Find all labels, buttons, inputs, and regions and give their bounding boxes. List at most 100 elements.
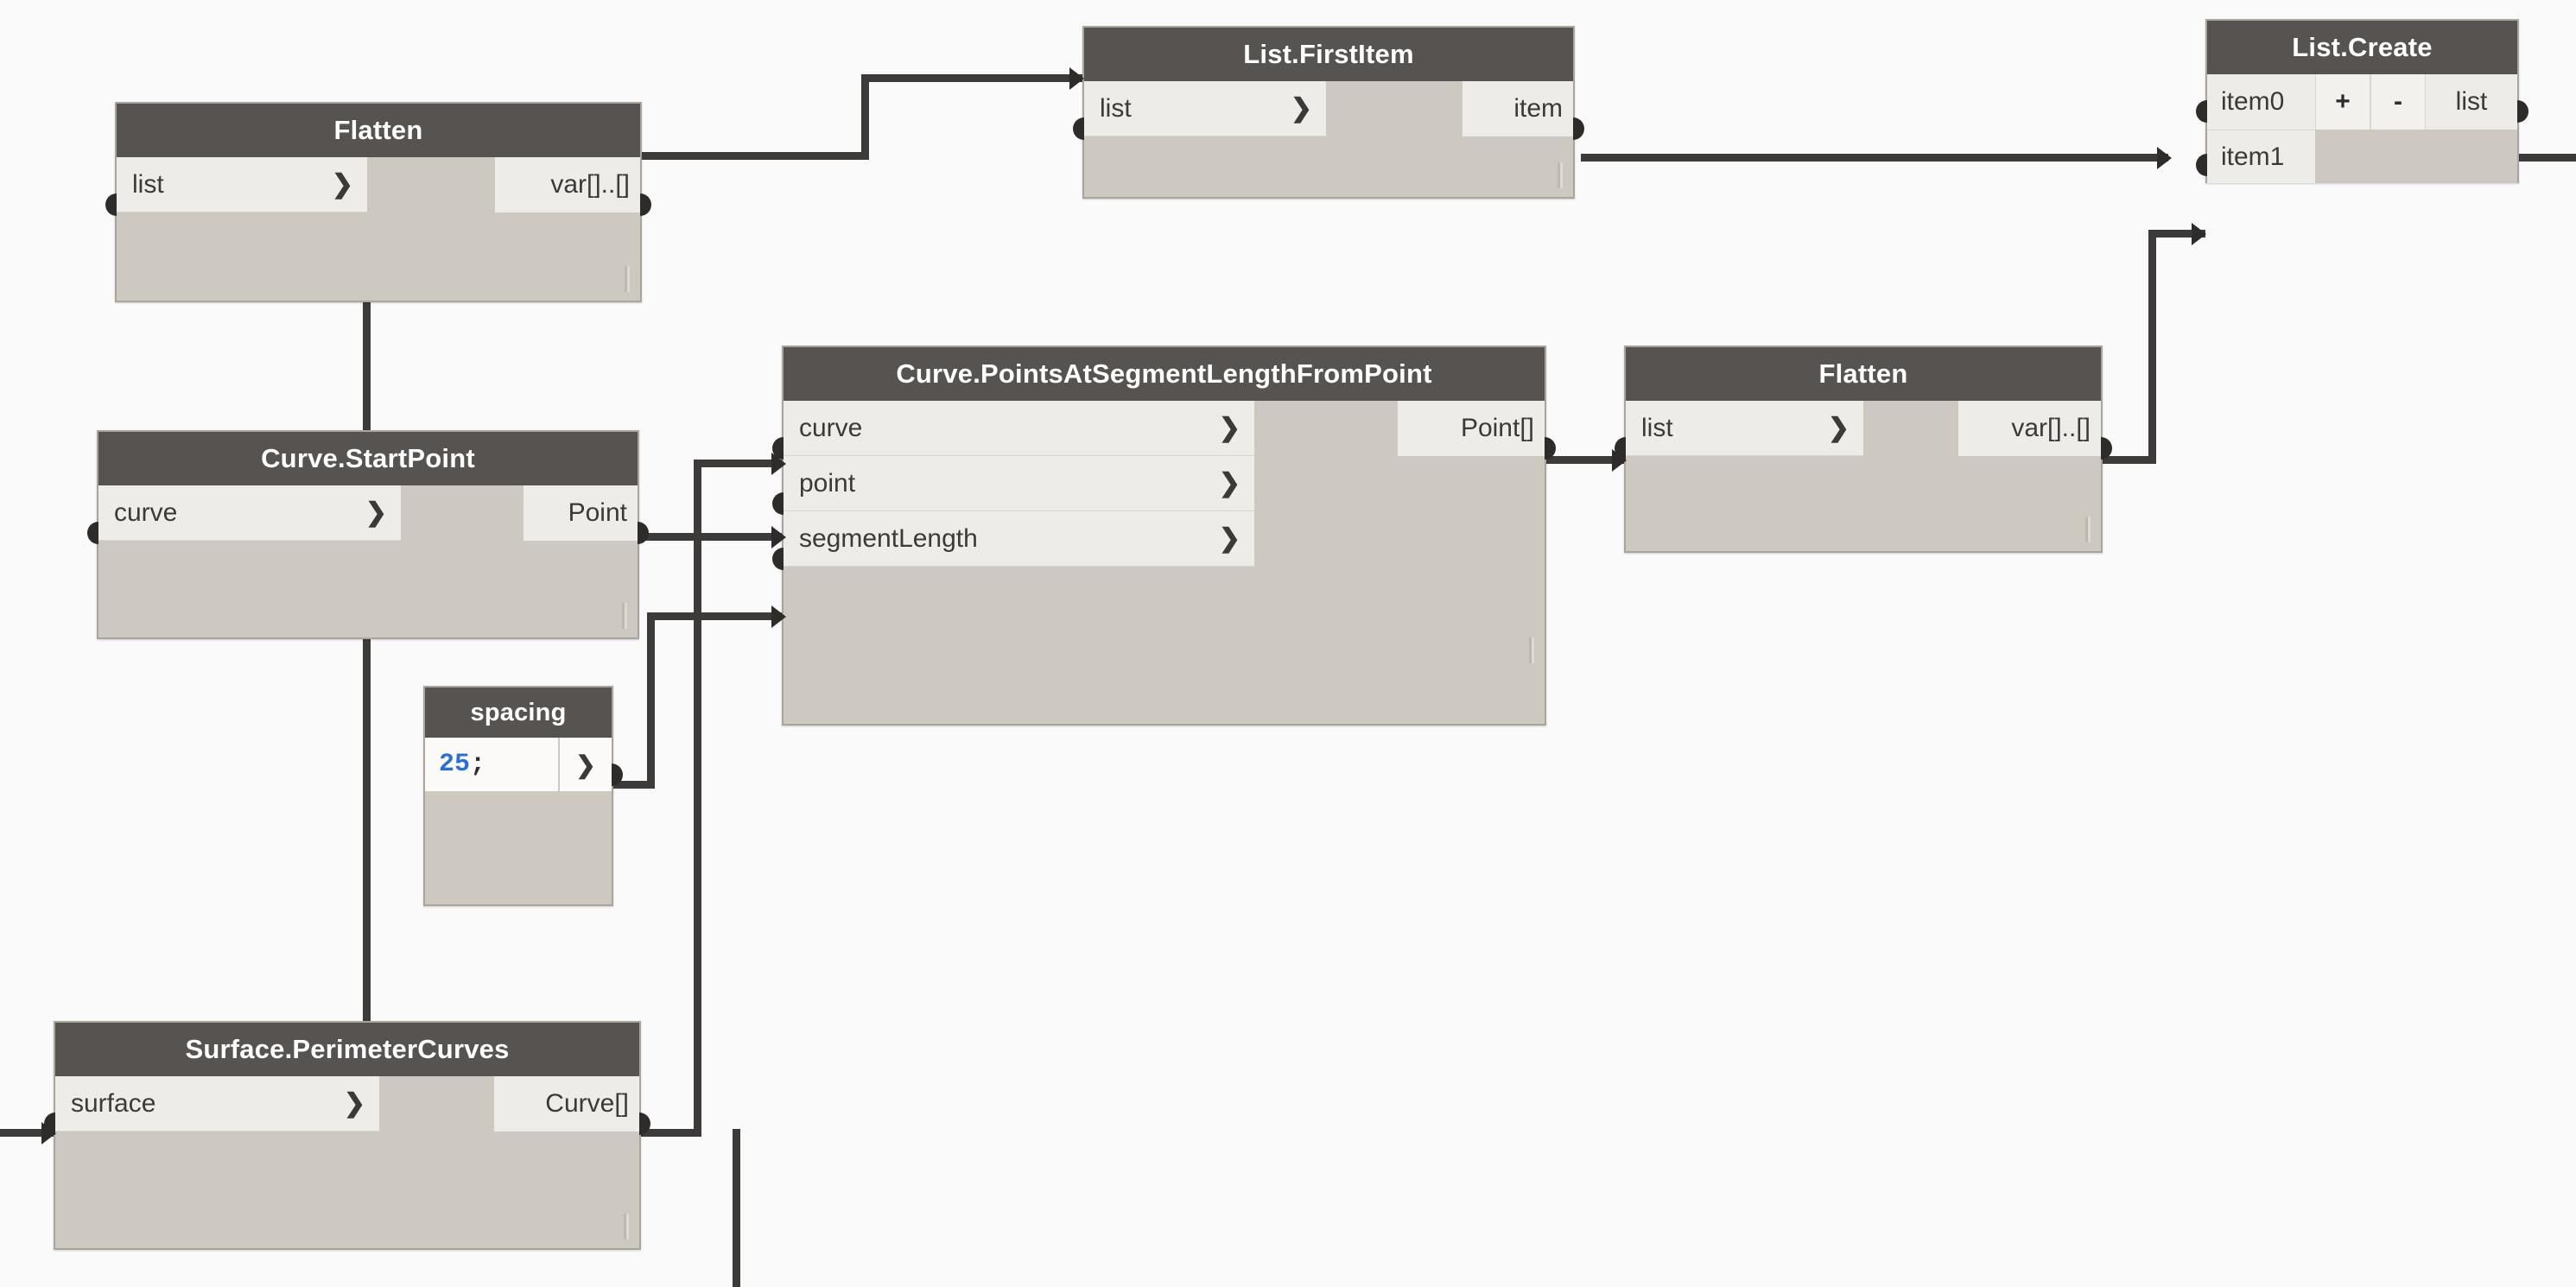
output-port-var[interactable]: var[]..[] — [1958, 401, 2101, 456]
resize-grip[interactable] — [622, 603, 627, 629]
output-port-spacing[interactable]: ❯ — [560, 738, 612, 791]
wire-curvestartpoint-to-surfaceperimetercurves — [363, 639, 371, 1021]
input-port-item1[interactable]: item1 — [2207, 130, 2315, 183]
input-port-item0[interactable]: item0 — [2207, 74, 2315, 130]
port-row-segmentlength: segmentLength ❯ — [784, 511, 1545, 567]
port-nub-point-out[interactable] — [638, 522, 649, 544]
node-mid-gap — [379, 1076, 494, 1132]
node-body: 25; ❯ — [425, 738, 612, 904]
node-filler — [425, 791, 612, 904]
node-body: item0 + - list item1 — [2207, 74, 2517, 183]
port-row: list ❯ var[]..[] — [117, 157, 640, 212]
output-port-label: list — [2455, 87, 2488, 116]
node-body: curve ❯ Point — [98, 485, 638, 637]
resize-grip[interactable] — [1558, 162, 1563, 188]
node-title: Curve.PointsAtSegmentLengthFromPoint — [784, 347, 1545, 401]
wire-flatten1-to-curvestartpoint — [363, 302, 371, 430]
chevron-right-icon: ❯ — [1218, 523, 1240, 553]
remove-input-button[interactable]: - — [2370, 74, 2426, 130]
node-title: List.Create — [2207, 21, 2517, 74]
input-port-curve[interactable]: curve ❯ — [98, 485, 401, 541]
output-port-label: var[]..[] — [2011, 414, 2091, 442]
node-surface-perimetercurves[interactable]: Surface.PerimeterCurves surface ❯ Curve[… — [44, 1021, 650, 1250]
port-nub-list-in[interactable] — [1073, 117, 1084, 140]
output-port-label: item — [1513, 94, 1563, 123]
port-nub-var-out[interactable] — [2101, 437, 2112, 460]
input-port-label: curve — [799, 413, 863, 442]
input-port-segmentlength[interactable]: segmentLength ❯ — [784, 511, 1254, 567]
node-flatten-2[interactable]: Flatten list ❯ var[]..[] — [1615, 346, 2112, 553]
wire-offscreen-to-surface-input — [0, 1129, 54, 1137]
wire-curvestartpoint-to-point — [639, 533, 799, 541]
port-nub-item1-in[interactable] — [2196, 154, 2207, 176]
arrowhead-surface-input — [41, 1122, 56, 1144]
port-nub-point-in[interactable] — [772, 492, 784, 515]
node-title: Flatten — [1626, 347, 2101, 401]
node-list-create[interactable]: List.Create item0 + - list item1 — [2196, 19, 2528, 183]
node-mid-gap — [367, 157, 495, 212]
node-mid-gap — [1254, 456, 1545, 511]
code-block-input[interactable]: 25; — [425, 738, 560, 791]
output-port-item[interactable]: item — [1462, 81, 1573, 136]
input-port-point[interactable]: point ❯ — [784, 456, 1254, 511]
wire-perimetercurves-to-curve-seg3 — [694, 460, 797, 467]
input-port-curve[interactable]: curve ❯ — [784, 401, 1254, 456]
input-port-list[interactable]: list ❯ — [1084, 81, 1326, 136]
port-row-item1: item1 — [2207, 130, 2517, 183]
resize-grip[interactable] — [2085, 517, 2091, 542]
node-flatten-1[interactable]: Flatten list ❯ var[]..[] — [105, 102, 651, 302]
arrowhead-listcreate-item1 — [2192, 223, 2206, 245]
node-title: Flatten — [117, 104, 640, 157]
wire-perimetercurves-to-curve-seg1 — [641, 1129, 701, 1137]
node-curve-startpoint[interactable]: Curve.StartPoint curve ❯ Point — [87, 430, 649, 639]
input-port-list[interactable]: list ❯ — [117, 157, 367, 212]
output-port-points[interactable]: Point[] — [1398, 401, 1545, 456]
port-nub-var-out[interactable] — [640, 193, 651, 216]
node-mid-gap — [1254, 511, 1545, 567]
arrowhead-pointsat-curve — [771, 453, 786, 475]
output-port-var[interactable]: var[]..[] — [495, 157, 640, 212]
add-input-button[interactable]: + — [2315, 74, 2370, 130]
code-terminator: ; — [470, 750, 486, 779]
input-port-label: list — [1100, 93, 1132, 123]
input-port-surface[interactable]: surface ❯ — [55, 1076, 379, 1132]
port-nub-item-out[interactable] — [1573, 117, 1584, 140]
chevron-right-icon: ❯ — [331, 169, 353, 199]
arrowhead-pointsat-point — [771, 526, 786, 548]
output-port-label: Point[] — [1460, 414, 1534, 442]
node-title: spacing — [425, 688, 612, 738]
input-port-label: item1 — [2221, 142, 2285, 171]
output-port-list[interactable]: list — [2426, 74, 2517, 130]
port-row-point: point ❯ — [784, 456, 1545, 511]
node-list-firstitem[interactable]: List.FirstItem list ❯ item — [1073, 26, 1584, 199]
port-nub-curves-out[interactable] — [639, 1113, 650, 1135]
node-title: Curve.StartPoint — [98, 432, 638, 485]
port-nub-points-out[interactable] — [1545, 437, 1556, 460]
resize-grip[interactable] — [625, 266, 630, 292]
node-body: curve ❯ Point[] point ❯ segmentLength ❯ — [784, 401, 1545, 672]
wire-flatten2-to-listcreate-seg1 — [2103, 456, 2156, 464]
node-mid-gap — [1863, 401, 1958, 456]
node-mid-gap — [2315, 130, 2517, 183]
output-port-point[interactable]: Point — [523, 485, 638, 541]
port-nub-segmentlength-in[interactable] — [772, 548, 784, 570]
node-title: Surface.PerimeterCurves — [55, 1023, 639, 1076]
node-mid-gap — [1254, 401, 1398, 456]
node-curve-pointsatsegmentlengthfrompoint[interactable]: Curve.PointsAtSegmentLengthFromPoint cur… — [772, 346, 1556, 726]
node-spacing-code-block[interactable]: spacing 25; ❯ — [423, 686, 623, 906]
port-row-curve: curve ❯ Point[] — [784, 401, 1545, 456]
chevron-right-icon: ❯ — [1218, 413, 1240, 442]
wire-spacing-to-segmentlength-seg2 — [647, 612, 655, 785]
port-nub-list-out[interactable] — [2517, 100, 2528, 123]
port-row: list ❯ item — [1084, 81, 1573, 136]
input-port-list[interactable]: list ❯ — [1626, 401, 1863, 456]
port-nub-item0-in[interactable] — [2196, 100, 2207, 123]
output-port-curves[interactable]: Curve[] — [494, 1076, 639, 1132]
node-mid-gap — [1326, 81, 1462, 136]
port-nub-curve-in[interactable] — [87, 522, 98, 544]
port-nub-list-in[interactable] — [105, 193, 117, 216]
resize-grip[interactable] — [624, 1214, 629, 1239]
resize-grip[interactable] — [1529, 637, 1534, 663]
port-nub-spacing-out[interactable] — [612, 764, 623, 786]
